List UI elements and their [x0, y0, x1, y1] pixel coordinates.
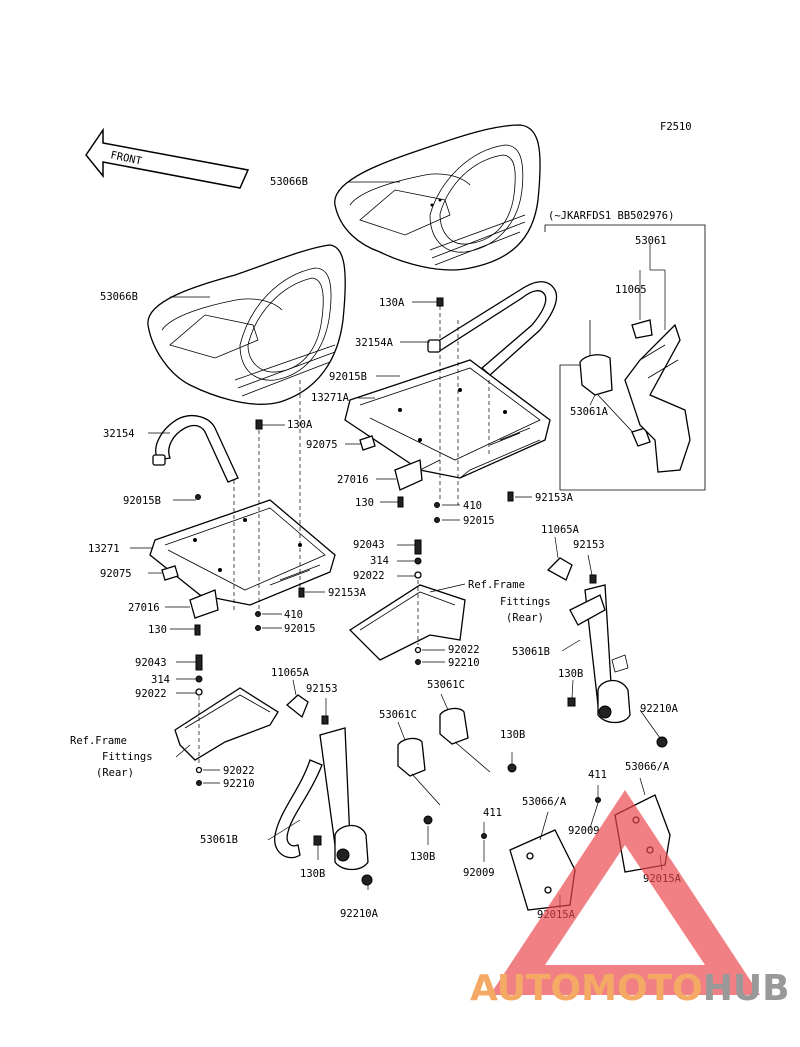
label-92015B-left: 92015B: [123, 495, 161, 507]
seatbelt-right: [546, 557, 668, 748]
label-92015B-top: 92015B: [329, 371, 367, 383]
serial-inset: [544, 224, 706, 491]
label-92022-left: 92022: [135, 688, 167, 700]
bar-32154: [152, 414, 239, 483]
label-92153A-top: 92153A: [535, 492, 574, 504]
label-410-left: 410: [284, 609, 303, 621]
buckle-53061C-a: [397, 737, 441, 825]
ref-frame-mid: Ref.Frame Fittings (Rear): [468, 579, 551, 624]
label-92043-mid: 92043: [353, 539, 385, 551]
label-92022-mid: 92022: [353, 570, 385, 582]
label-314-mid: 314: [370, 555, 389, 567]
label-92153-left: 92153: [306, 683, 338, 695]
label-92210A-right: 92210A: [640, 703, 679, 715]
label-13271: 13271: [88, 543, 120, 555]
label-53061: 53061: [635, 235, 667, 247]
watermark-text: AUTOMOTOHUB: [470, 968, 790, 1009]
ref-frame-mid-line3: (Rear): [506, 612, 544, 624]
label-53066A-a: 53066/A: [522, 796, 567, 808]
watermark: AUTOMOTOHUB: [470, 790, 790, 1009]
watermark-triangle: [490, 790, 760, 995]
label-92210-left: 92210: [223, 778, 255, 790]
label-92015-left: 92015: [284, 623, 316, 635]
label-11065A-right: 11065A: [541, 524, 580, 536]
label-92153A-left: 92153A: [328, 587, 367, 599]
label-92153-right: 92153: [573, 539, 605, 551]
part-labels: 53066B 53066B 130A 32154A 92015B 13271A …: [88, 176, 682, 921]
label-53061C-b: 53061C: [379, 709, 417, 721]
front-arrow: FRONT: [85, 127, 250, 189]
label-130B-right: 130B: [558, 668, 583, 680]
label-92075-left: 92075: [100, 568, 132, 580]
label-11065: 11065: [615, 284, 647, 296]
ref-frame-left-line3: (Rear): [96, 767, 134, 779]
plate-13271: [149, 499, 336, 606]
bracket-27016-top: [359, 435, 423, 491]
label-92009-b: 92009: [463, 867, 495, 879]
label-92015-top: 92015: [463, 515, 495, 527]
ref-frame-left-line1: Ref.Frame: [70, 735, 127, 747]
serial-note: (~JKARFDS1 BB502976): [548, 210, 674, 222]
label-53061B-left: 53061B: [200, 834, 238, 846]
label-92009-a: 92009: [568, 825, 600, 837]
label-13271A: 13271A: [311, 392, 350, 404]
ref-frame-left: Ref.Frame Fittings (Rear): [70, 735, 153, 779]
leader-lines: [130, 181, 666, 908]
seat-top: [334, 124, 541, 271]
label-53066B-left: 53066B: [100, 291, 138, 303]
label-314-left: 314: [151, 674, 170, 686]
plate-13271A: [344, 359, 551, 479]
label-130A-left: 130A: [287, 419, 313, 431]
buckle-53061C-b: [439, 707, 517, 773]
label-92210A-left: 92210A: [340, 908, 379, 920]
figure-code: F2510: [660, 121, 692, 133]
label-27016-left: 27016: [128, 602, 160, 614]
ref-frame-left-line2: Fittings: [102, 751, 153, 763]
label-411-b: 411: [483, 807, 502, 819]
label-130A-top: 130A: [379, 297, 405, 309]
label-92210-mid: 92210: [448, 657, 480, 669]
label-411-a: 411: [588, 769, 607, 781]
label-92043-left: 92043: [135, 657, 167, 669]
frame-fitting-left: [174, 654, 279, 786]
seat-left: [147, 244, 346, 405]
label-32154: 32154: [103, 428, 135, 440]
label-130B-left: 130B: [300, 868, 325, 880]
label-130-left: 130: [148, 624, 167, 636]
label-53061A: 53061A: [570, 406, 609, 418]
watermark-part2: HUB: [703, 968, 790, 1009]
label-53061B-right: 53061B: [512, 646, 550, 658]
label-130-top: 130: [355, 497, 374, 509]
label-53061C-a: 53061C: [427, 679, 465, 691]
bracket-27016-left: [161, 565, 219, 619]
label-32154A: 32154A: [355, 337, 394, 349]
alignment-lines: [198, 306, 490, 765]
frame-fitting-mid: [348, 539, 466, 665]
label-11065A-left: 11065A: [271, 667, 310, 679]
bar-32154A: [427, 281, 558, 376]
label-92075-top: 92075: [306, 439, 338, 451]
left-bolts: [194, 419, 305, 636]
label-27016-top: 27016: [337, 474, 369, 486]
seatbelt-left: [274, 694, 373, 886]
label-410-top: 410: [463, 500, 482, 512]
ref-frame-mid-line1: Ref.Frame: [468, 579, 525, 591]
label-53066B-top: 53066B: [270, 176, 308, 188]
label-92022-left2: 92022: [223, 765, 255, 777]
label-53066A-b: 53066/A: [625, 761, 670, 773]
label-92022-mid2: 92022: [448, 644, 480, 656]
label-130B-d: 130B: [410, 851, 435, 863]
watermark-part1: AUTOMOTO: [470, 968, 703, 1009]
ref-frame-mid-line2: Fittings: [500, 596, 551, 608]
label-130B-c: 130B: [500, 729, 525, 741]
